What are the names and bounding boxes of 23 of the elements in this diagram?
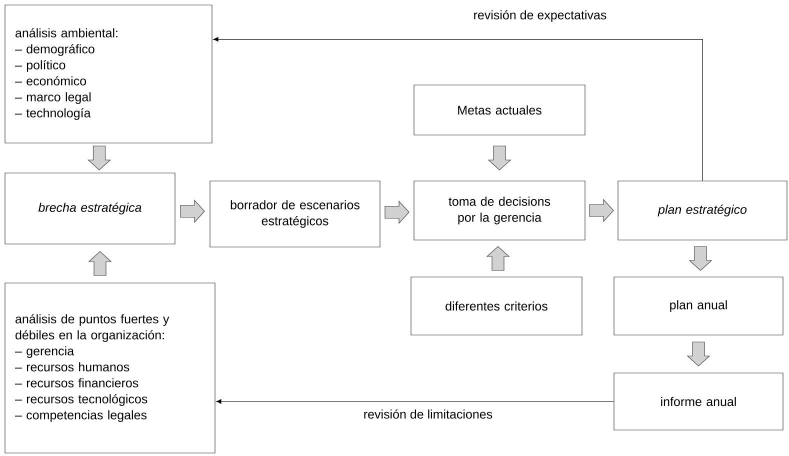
block-arrow (87, 146, 112, 170)
process-box: toma de decisions por la gerencia (414, 180, 586, 240)
block-arrow (686, 342, 710, 366)
process-box: brecha estratégica (4, 172, 176, 244)
block-arrow (486, 246, 510, 271)
process-box: análisis ambiental: – demográfico – político – económico – marco legal – technología (4, 4, 212, 144)
process-box: plan anual (614, 276, 784, 336)
process-box: diferentes criterios (410, 276, 582, 336)
feedback-arrow (216, 399, 614, 404)
edge-label: revisión de limitaciones (362, 408, 494, 420)
feedback-arrow (213, 37, 703, 181)
block-arrow (384, 200, 410, 224)
process-box: borrador de escenarios estratégicos (210, 180, 380, 248)
block-arrow (688, 246, 712, 271)
block-arrow (589, 198, 614, 222)
process-box: informe anual (614, 372, 784, 430)
process-box: plan estratégico (618, 180, 788, 240)
edge-label: revisión de expectativas (472, 9, 608, 23)
block-arrow (88, 251, 112, 276)
process-box: análisis de puntos fuertes y débiles en la organización: – gerencia – recursos humanos – recursos financieros – recursos tecnológicos – competencias legales (4, 282, 216, 454)
block-arrow (488, 146, 512, 170)
process-box: Metas actuales (414, 84, 586, 136)
block-arrow (180, 199, 205, 224)
